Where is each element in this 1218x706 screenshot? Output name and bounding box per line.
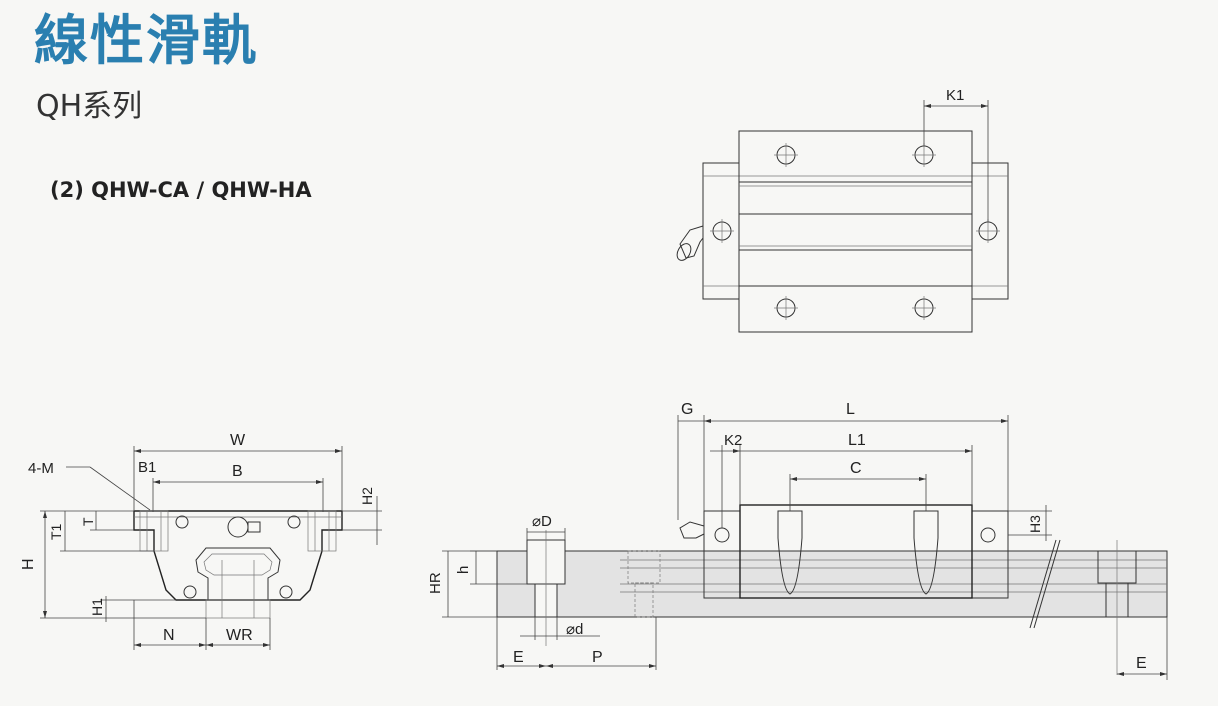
dim-w: W xyxy=(230,432,246,449)
upper-rib xyxy=(738,181,973,215)
label-4m: 4-M xyxy=(28,460,54,477)
dim-k1: K1 xyxy=(946,87,964,104)
model-label: (2) QHW-CA / QHW-HA xyxy=(50,178,312,202)
series-label: QH系列 xyxy=(36,89,143,124)
dim-d-large: ⌀D xyxy=(532,513,552,530)
dim-t1: T1 xyxy=(48,523,64,540)
dim-l: L xyxy=(846,401,855,418)
dim-c: C xyxy=(850,460,862,477)
side-view: G L K2 L1 C H3 ⌀D h xyxy=(427,401,1168,680)
dim-e-right: E xyxy=(1136,655,1147,672)
dim-h3: H3 xyxy=(1027,515,1043,533)
dim-n: N xyxy=(163,627,175,644)
dim-e-left: E xyxy=(513,649,524,666)
dim-g: G xyxy=(681,401,693,418)
page-title: 線性滑軌 xyxy=(34,9,258,72)
dim-k2: K2 xyxy=(724,432,742,449)
bolt-right xyxy=(913,510,939,595)
dim-h-small: h xyxy=(455,566,472,574)
block-outline xyxy=(133,510,343,601)
grease-port-front xyxy=(227,516,249,538)
dim-b: B xyxy=(232,463,243,480)
dim-d-small: ⌀d xyxy=(566,621,583,638)
rail-profile xyxy=(195,547,281,601)
block-body xyxy=(738,130,973,333)
lower-rib xyxy=(738,249,973,287)
side-block xyxy=(739,504,973,599)
dim-t: T xyxy=(80,517,96,526)
dim-b1: B1 xyxy=(138,459,156,476)
grease-nipple-top xyxy=(676,225,704,261)
dim-h: H xyxy=(20,558,37,570)
dim-hr: HR xyxy=(427,572,444,594)
mount-holes-top xyxy=(710,143,1000,320)
dim-p: P xyxy=(592,649,603,666)
bolt-left xyxy=(777,510,803,595)
top-view: K1 xyxy=(676,87,1009,333)
dim-h2: H2 xyxy=(359,487,375,505)
dim-wr: WR xyxy=(226,627,253,644)
front-view: W B B1 4-M xyxy=(20,432,382,650)
dim-h1: H1 xyxy=(89,598,105,616)
dim-l1: L1 xyxy=(848,432,866,449)
